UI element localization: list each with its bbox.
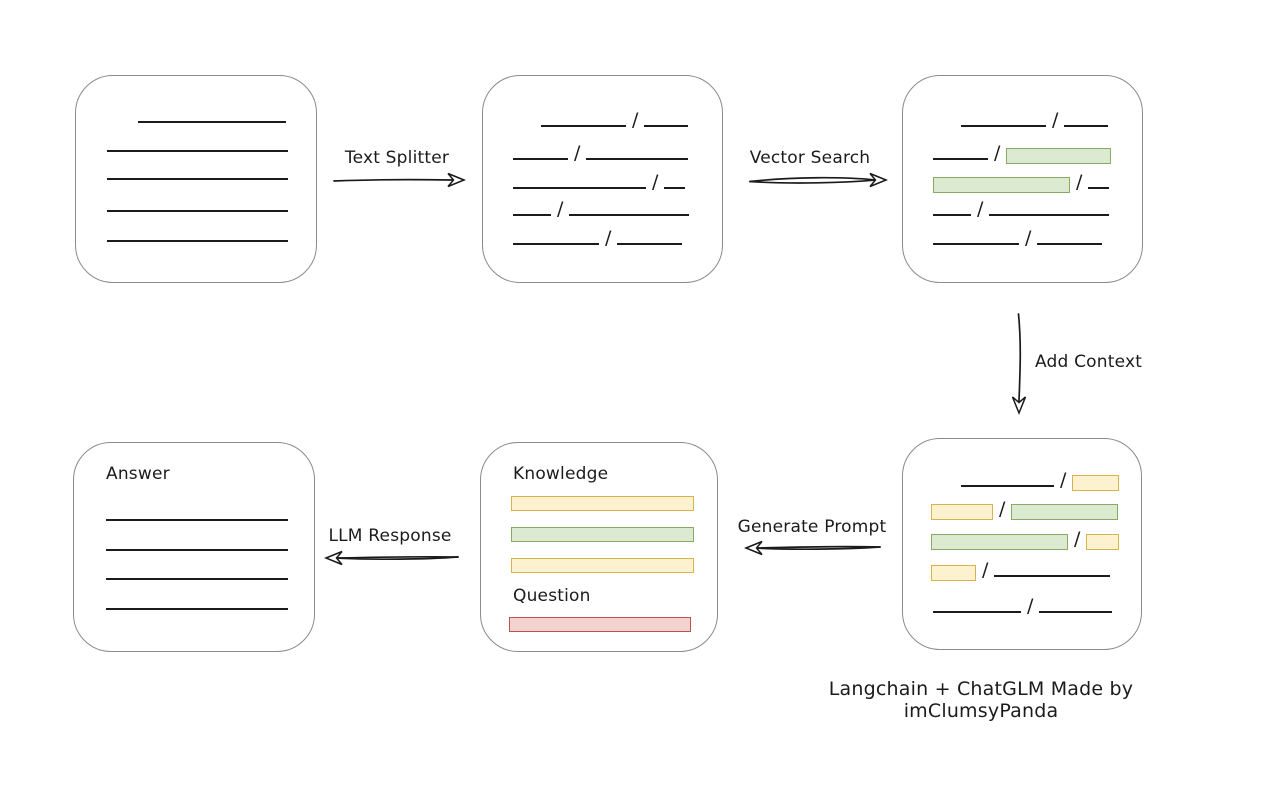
text-line bbox=[513, 187, 646, 189]
chunk-row: / bbox=[933, 225, 1103, 249]
text-line bbox=[513, 214, 551, 216]
text-line bbox=[933, 243, 1019, 245]
chunk-row: / bbox=[933, 593, 1113, 617]
text-line bbox=[933, 214, 971, 216]
chunk-row: / bbox=[513, 196, 690, 220]
chunk-row: / bbox=[933, 196, 1110, 220]
text-line bbox=[1064, 125, 1109, 127]
chunk-row: / bbox=[961, 467, 1120, 491]
knowledge-label: Knowledge bbox=[513, 464, 609, 484]
slash-separator: / bbox=[1025, 227, 1032, 249]
knowledge-chunk-bar bbox=[511, 558, 694, 573]
text-line bbox=[961, 125, 1046, 127]
text-line bbox=[107, 240, 288, 242]
answer-box: Answer bbox=[73, 442, 315, 652]
text-line bbox=[106, 578, 288, 580]
text-line bbox=[1088, 187, 1110, 189]
chunk-row: / bbox=[513, 225, 683, 249]
slash-separator: / bbox=[557, 198, 564, 220]
vector-search-arrow bbox=[749, 172, 888, 188]
source-document-box bbox=[75, 75, 317, 283]
answer-label: Answer bbox=[106, 464, 170, 484]
text-line bbox=[961, 485, 1054, 487]
add-context-label: Add Context bbox=[1035, 352, 1143, 372]
text-line bbox=[513, 243, 599, 245]
text-line bbox=[644, 125, 689, 127]
generate-prompt-arrow bbox=[744, 540, 881, 556]
text-line bbox=[586, 158, 689, 160]
slash-separator: / bbox=[982, 559, 989, 581]
text-line bbox=[513, 158, 568, 160]
text-line bbox=[107, 178, 288, 180]
text-splitter-arrow bbox=[333, 172, 466, 188]
chunk-row: / bbox=[933, 140, 1112, 164]
vector-search-results-box: / / / / / bbox=[902, 75, 1143, 283]
chunk-row: / bbox=[961, 107, 1109, 131]
chunk-row: / bbox=[513, 169, 686, 193]
slash-separator: / bbox=[632, 109, 639, 131]
text-line bbox=[1039, 611, 1113, 613]
text-line bbox=[107, 150, 288, 152]
green-chunk bbox=[933, 177, 1070, 193]
text-line bbox=[541, 125, 626, 127]
text-line bbox=[933, 611, 1021, 613]
split-chunks-box: / / / / / bbox=[482, 75, 723, 283]
vector-search-label: Vector Search bbox=[749, 148, 871, 168]
slash-separator: / bbox=[1074, 528, 1081, 550]
diagram-caption: Langchain + ChatGLM Made by imClumsyPand… bbox=[828, 678, 1134, 722]
knowledge-chunk-bar bbox=[511, 496, 694, 511]
chunk-row: / bbox=[931, 526, 1120, 550]
text-line bbox=[994, 575, 1111, 577]
text-splitter-label: Text Splitter bbox=[344, 148, 450, 168]
text-line bbox=[138, 121, 286, 123]
text-line bbox=[989, 214, 1110, 216]
llm-response-arrow bbox=[324, 550, 459, 566]
question-bar bbox=[509, 617, 691, 632]
green-chunk bbox=[1011, 504, 1119, 520]
text-line bbox=[1037, 243, 1103, 245]
chunk-row: / bbox=[933, 169, 1110, 193]
slash-separator: / bbox=[1027, 595, 1034, 617]
text-line bbox=[106, 608, 288, 610]
add-context-arrow bbox=[1011, 313, 1027, 415]
slash-separator: / bbox=[1076, 171, 1083, 193]
knowledge-chunk-bar bbox=[511, 527, 694, 542]
generate-prompt-label: Generate Prompt bbox=[737, 517, 887, 537]
green-chunk bbox=[1006, 148, 1112, 164]
text-line bbox=[664, 187, 686, 189]
chunk-row: / bbox=[931, 557, 1111, 581]
slash-separator: / bbox=[574, 142, 581, 164]
slash-separator: / bbox=[999, 498, 1006, 520]
text-line bbox=[617, 243, 683, 245]
text-line bbox=[933, 158, 988, 160]
question-label: Question bbox=[513, 586, 591, 606]
slash-separator: / bbox=[1052, 109, 1059, 131]
slash-separator: / bbox=[605, 227, 612, 249]
green-chunk bbox=[931, 534, 1068, 550]
text-line bbox=[569, 214, 690, 216]
yellow-chunk bbox=[1072, 475, 1120, 491]
chunk-row: / bbox=[541, 107, 689, 131]
yellow-chunk bbox=[1086, 534, 1120, 550]
prompt-box: Knowledge Question bbox=[480, 442, 718, 652]
slash-separator: / bbox=[977, 198, 984, 220]
context-chunks-box: / / / / / bbox=[902, 438, 1142, 650]
slash-separator: / bbox=[994, 142, 1001, 164]
llm-response-label: LLM Response bbox=[328, 526, 452, 546]
slash-separator: / bbox=[1060, 469, 1067, 491]
text-line bbox=[107, 210, 288, 212]
yellow-chunk bbox=[931, 565, 976, 581]
slash-separator: / bbox=[652, 171, 659, 193]
chunk-row: / bbox=[931, 496, 1119, 520]
yellow-chunk bbox=[931, 504, 993, 520]
text-line bbox=[106, 519, 288, 521]
text-line bbox=[106, 549, 288, 551]
chunk-row: / bbox=[513, 140, 689, 164]
